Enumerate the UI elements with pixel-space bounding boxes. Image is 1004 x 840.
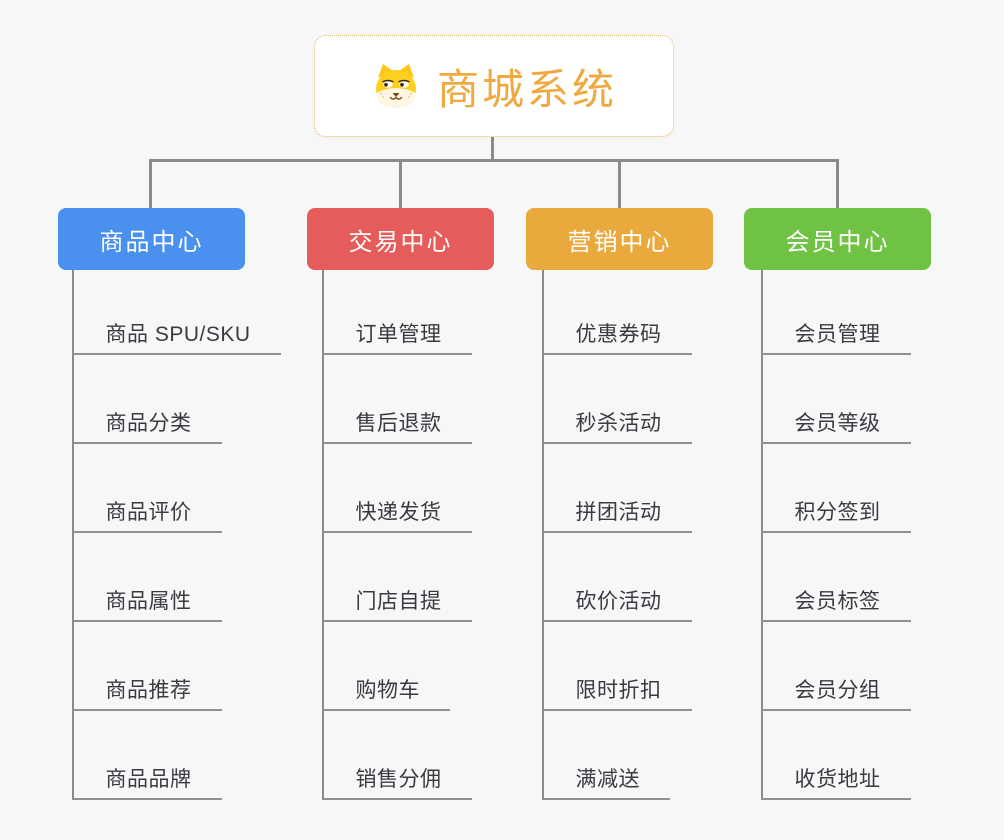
- child-item[interactable]: 砍价活动: [541, 582, 692, 622]
- child-item[interactable]: 售后退款: [321, 404, 472, 444]
- child-item-label: 会员分组: [794, 679, 881, 702]
- branch-node-label: 会员中心: [785, 228, 890, 256]
- child-item[interactable]: 满减送: [541, 760, 670, 800]
- child-item-label: 会员标签: [794, 590, 881, 613]
- child-item-label: 优惠券码: [575, 323, 662, 346]
- child-item[interactable]: 会员标签: [760, 582, 911, 622]
- child-item-label: 订单管理: [355, 323, 442, 346]
- branch-trunk-line: [321, 270, 324, 798]
- child-item[interactable]: 商品属性: [71, 582, 222, 622]
- child-item-label: 砍价活动: [575, 590, 662, 613]
- child-item[interactable]: 优惠券码: [541, 315, 692, 355]
- child-item[interactable]: 秒杀活动: [541, 404, 692, 444]
- child-item-label: 满减送: [575, 768, 640, 791]
- child-item[interactable]: 会员管理: [760, 315, 911, 355]
- child-item-label: 秒杀活动: [575, 412, 662, 435]
- connector-drop-1: [148, 159, 152, 208]
- branch-node-member-center[interactable]: 会员中心: [744, 208, 931, 270]
- child-item-label: 售后退款: [355, 412, 442, 435]
- child-item-label: 会员管理: [794, 323, 881, 346]
- child-item-label: 销售分佣: [355, 768, 442, 791]
- branch-trunk-line: [541, 270, 544, 798]
- connector-drop-3: [618, 159, 621, 208]
- branch-node-trade-center[interactable]: 交易中心: [307, 208, 494, 270]
- branch-trunk-line: [760, 270, 763, 798]
- child-item[interactable]: 商品分类: [71, 404, 222, 444]
- child-item[interactable]: 快递发货: [321, 493, 472, 533]
- branch-node-label: 营销中心: [567, 228, 672, 256]
- child-item-label: 商品 SPU/SKU: [105, 323, 251, 346]
- child-item-label: 商品属性: [105, 590, 192, 613]
- branch-node-label: 交易中心: [348, 228, 453, 256]
- child-item[interactable]: 收货地址: [760, 760, 911, 800]
- child-item[interactable]: 订单管理: [321, 315, 472, 355]
- child-item[interactable]: 门店自提: [321, 582, 472, 622]
- child-item-label: 拼团活动: [575, 501, 662, 524]
- connector-bus: [150, 159, 838, 162]
- root-node-label: 商城系统: [436, 65, 617, 113]
- child-item-label: 收货地址: [794, 768, 881, 791]
- dog-face-icon: [375, 64, 416, 108]
- connector-drop-2: [399, 159, 402, 208]
- branch-node-product-center[interactable]: 商品中心: [58, 208, 245, 270]
- child-item-label: 商品评价: [105, 501, 192, 524]
- connector-root-trunk: [491, 136, 494, 162]
- child-item[interactable]: 会员等级: [760, 404, 911, 444]
- branch-trunk-line: [71, 270, 74, 798]
- child-item[interactable]: 商品评价: [71, 493, 222, 533]
- child-item[interactable]: 商品推荐: [71, 671, 222, 711]
- child-item-label: 商品推荐: [105, 679, 192, 702]
- child-item[interactable]: 商品品牌: [71, 760, 222, 800]
- connector-drop-4: [835, 159, 839, 208]
- branch-node-marketing-center[interactable]: 营销中心: [526, 208, 713, 270]
- child-item[interactable]: 限时折扣: [541, 671, 692, 711]
- child-item-label: 快递发货: [355, 501, 442, 524]
- child-item-label: 积分签到: [794, 501, 881, 524]
- child-item[interactable]: 销售分佣: [321, 760, 472, 800]
- child-item[interactable]: 购物车: [321, 671, 450, 711]
- child-item-label: 商品品牌: [105, 768, 192, 791]
- child-item[interactable]: 会员分组: [760, 671, 911, 711]
- child-item[interactable]: 积分签到: [760, 493, 911, 533]
- root-node[interactable]: 商城系统: [314, 35, 674, 137]
- child-item-label: 购物车: [355, 679, 420, 702]
- child-item-label: 商品分类: [105, 412, 192, 435]
- child-item-label: 限时折扣: [575, 679, 662, 702]
- child-item[interactable]: 拼团活动: [541, 493, 692, 533]
- child-item-label: 会员等级: [794, 412, 881, 435]
- child-item-label: 门店自提: [355, 590, 442, 613]
- branch-node-label: 商品中心: [99, 228, 204, 256]
- child-item[interactable]: 商品 SPU/SKU: [71, 315, 281, 355]
